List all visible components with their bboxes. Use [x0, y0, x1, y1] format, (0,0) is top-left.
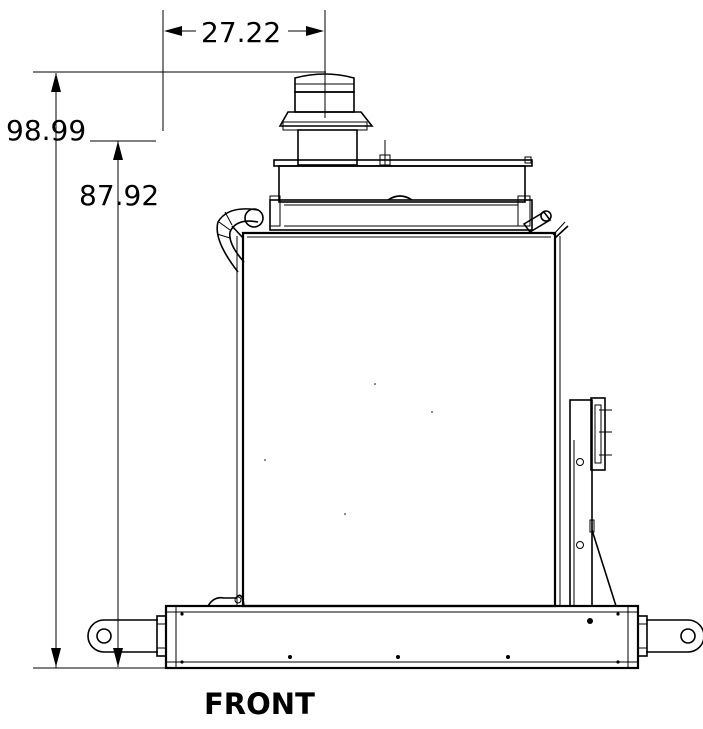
dimension-label-body-height: 87.92 [79, 179, 159, 212]
dimension-overall-height: 98.99 [6, 71, 326, 669]
dimension-label-chimney-offset: 27.22 [201, 16, 281, 49]
dimension-chimney-offset: 27.22 [162, 10, 326, 131]
dimension-label-overall-height: 98.99 [6, 114, 86, 147]
left-lifting-eye [87, 615, 167, 657]
view-label: FRONT [204, 687, 315, 721]
right-lifting-eye [637, 615, 703, 657]
chimney-stack [278, 73, 391, 166]
dimension-body-height: 87.92 [79, 140, 159, 667]
left-hose [216, 208, 264, 273]
top-housing [269, 156, 533, 231]
side-bracket [569, 397, 617, 607]
main-cabinet [231, 225, 569, 608]
base-skid [164, 594, 640, 670]
